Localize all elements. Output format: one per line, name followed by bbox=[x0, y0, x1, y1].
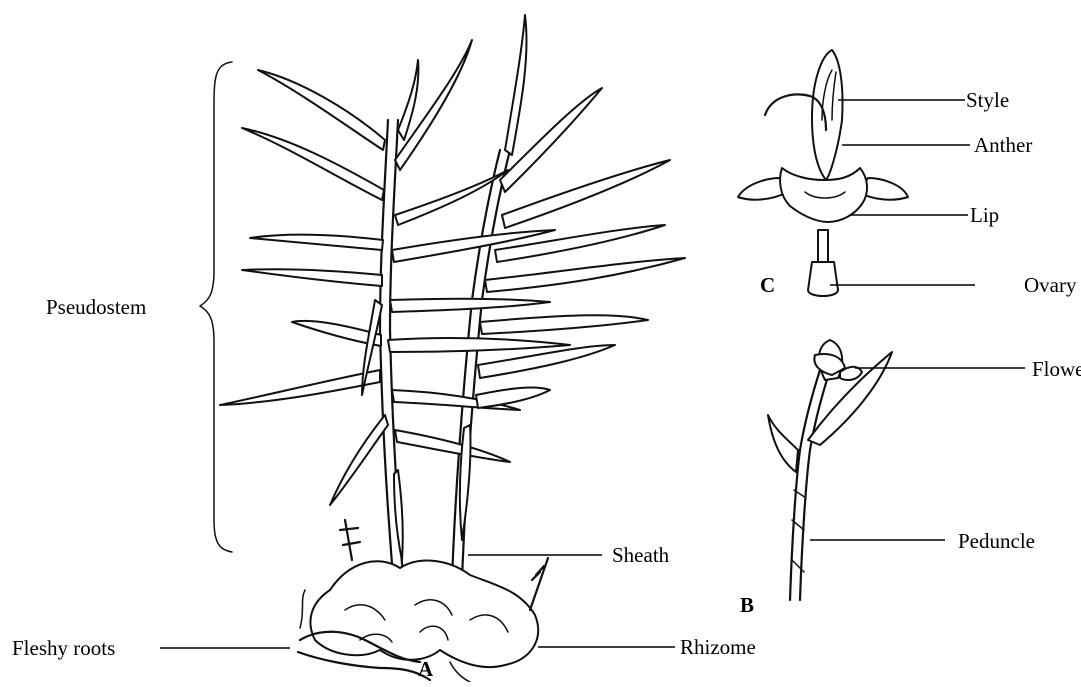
flower-detail-c bbox=[738, 50, 908, 296]
pseudostem-bracket bbox=[200, 62, 232, 552]
label-fleshy-roots: Fleshy roots bbox=[12, 636, 115, 660]
panel-letter-b: B bbox=[740, 593, 754, 617]
label-style: Style bbox=[966, 88, 1009, 112]
panel-letter-a: A bbox=[418, 657, 434, 681]
inflorescence-b bbox=[768, 340, 892, 600]
label-sheath: Sheath bbox=[612, 543, 670, 567]
label-peduncle: Peduncle bbox=[958, 529, 1035, 553]
label-anther: Anther bbox=[974, 133, 1032, 157]
plant-drawing-a bbox=[200, 15, 685, 682]
label-ovary: Ovary bbox=[1024, 273, 1077, 297]
panel-letter-c: C bbox=[760, 273, 775, 297]
label-pseudostem: Pseudostem bbox=[46, 295, 146, 319]
label-lip: Lip bbox=[970, 203, 999, 227]
label-flower: Flower bbox=[1032, 357, 1081, 381]
label-rhizome: Rhizome bbox=[680, 635, 756, 659]
